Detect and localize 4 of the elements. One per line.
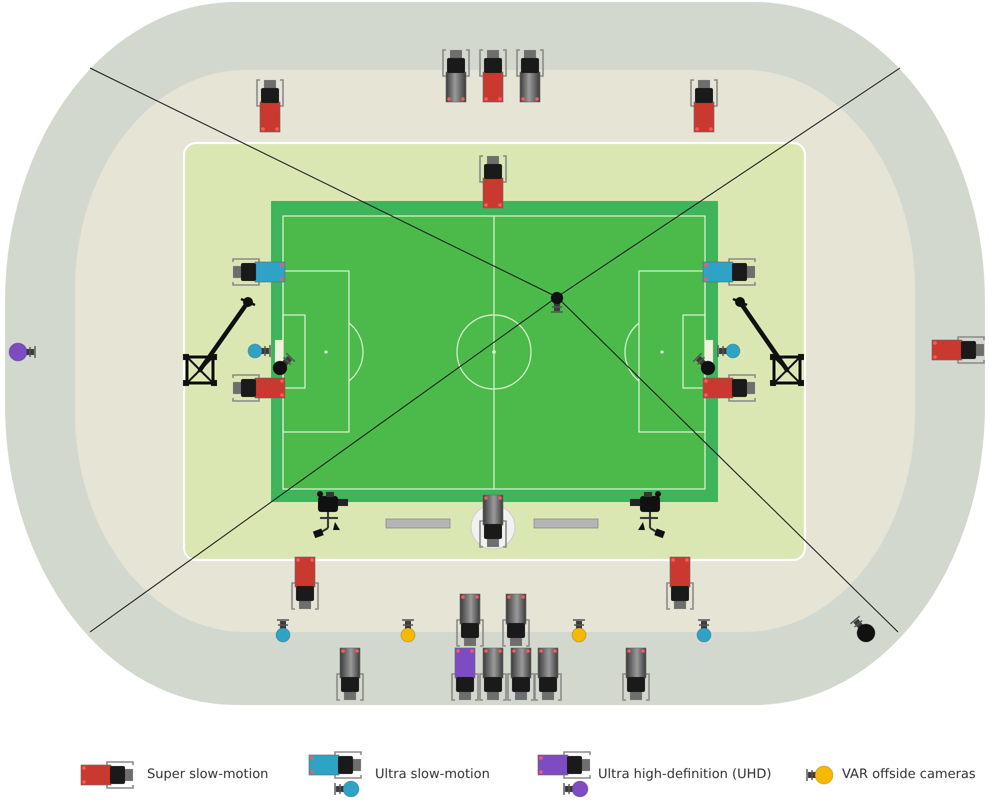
legend-label: Ultra high-definition (UHD) — [598, 767, 772, 783]
legend-label: Super slow-motion — [147, 767, 268, 783]
legend-label: VAR offside cameras — [842, 767, 976, 783]
legend-label: Ultra slow-motion — [375, 767, 490, 783]
